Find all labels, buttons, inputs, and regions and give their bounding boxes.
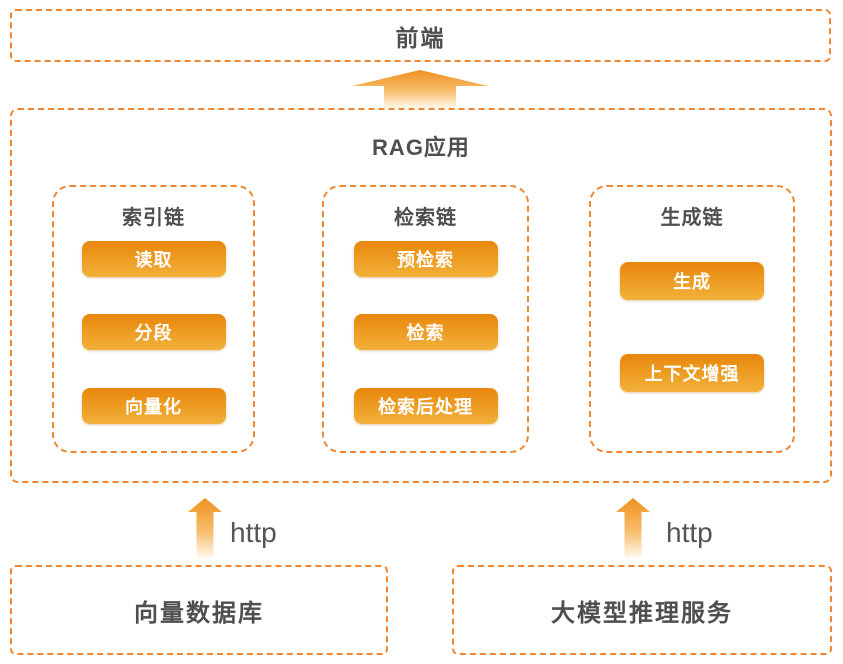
- up-arrow-icon: [616, 498, 650, 558]
- llm-service-box: 大模型推理服务: [452, 565, 832, 655]
- index-chain-box: 索引链 读取 分段 向量化: [52, 185, 255, 453]
- up-arrow-icon: [352, 70, 488, 108]
- generation-chain-title: 生成链: [660, 207, 724, 229]
- vector-db-box: 向量数据库: [10, 565, 388, 655]
- index-chain-title: 索引链: [122, 207, 185, 229]
- step-button-read: 读取: [81, 241, 226, 277]
- step-button-vectorize: 向量化: [81, 388, 226, 424]
- generation-chain-box: 生成链 生成 上下文增强: [589, 185, 795, 453]
- step-button-generate: 生成: [620, 262, 764, 300]
- up-arrow-icon: [188, 498, 222, 558]
- step-button-retrieval: 检索: [353, 314, 498, 350]
- step-button-context-enhance: 上下文增强: [620, 354, 764, 392]
- frontend-label: 前端: [395, 24, 446, 51]
- retrieval-chain-box: 检索链 预检索 检索 检索后处理: [322, 185, 529, 453]
- vector-db-label: 向量数据库: [134, 599, 264, 627]
- retrieval-chain-title: 检索链: [394, 207, 457, 229]
- rag-app-box: RAG应用 索引链 读取 分段 向量化 检索链 预检索 检索 检索后处理 生成链…: [10, 108, 832, 483]
- step-button-segment: 分段: [81, 314, 226, 350]
- llm-service-label: 大模型推理服务: [551, 599, 733, 627]
- http-label-right: http: [666, 517, 713, 548]
- http-label-left: http: [230, 517, 277, 548]
- step-button-pre-retrieval: 预检索: [353, 241, 498, 277]
- step-button-post-retrieval: 检索后处理: [353, 388, 498, 424]
- rag-app-title: RAG应用: [372, 135, 470, 160]
- frontend-box: 前端: [10, 9, 831, 62]
